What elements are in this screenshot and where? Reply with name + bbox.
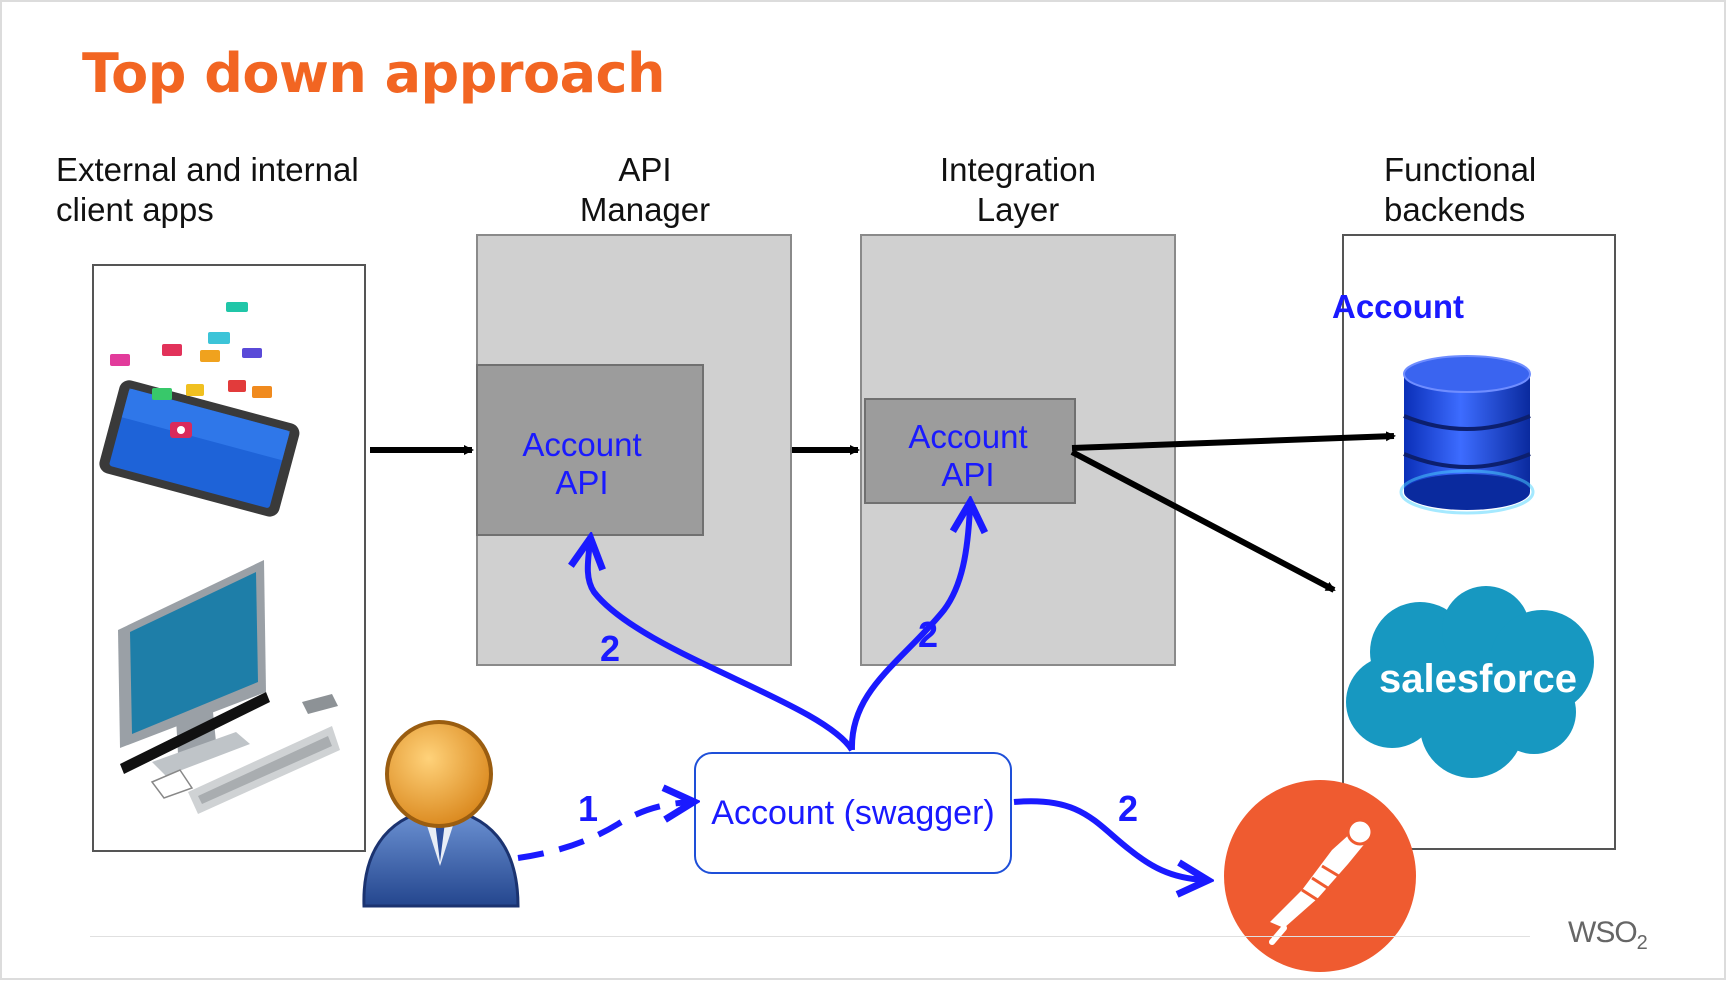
salesforce-logo: salesforce bbox=[1346, 586, 1594, 778]
account-api-label-manager-line2: API bbox=[555, 464, 609, 501]
column-header-backends-line2: backends bbox=[1384, 191, 1526, 228]
account-api-label-integration-line2: API bbox=[941, 456, 995, 493]
arrow-integration-to-salesforce bbox=[1070, 449, 1336, 593]
account-api-label-manager-line1: Account bbox=[522, 426, 642, 463]
column-header-clients-line2: client apps bbox=[56, 191, 214, 228]
column-header-integration: Integration Layer bbox=[902, 150, 1134, 230]
footer-divider bbox=[90, 936, 1530, 937]
wso2-logo: WSO2 bbox=[1568, 916, 1648, 955]
column-header-clients-line1: External and internal bbox=[56, 151, 359, 188]
wso2-logo-text: WSO bbox=[1568, 916, 1638, 949]
arrow-integration-to-database bbox=[1071, 431, 1396, 451]
database-icon bbox=[1399, 355, 1535, 515]
tablet-icon bbox=[99, 302, 300, 517]
arrow-swagger-to-api-manager bbox=[588, 542, 855, 752]
slide-title: Top down approach bbox=[82, 42, 665, 105]
account-api-label-integration-line1: Account bbox=[908, 418, 1028, 455]
step-2-integration-label: 2 bbox=[918, 614, 939, 655]
arrow-swagger-to-postman bbox=[1013, 798, 1204, 880]
salesforce-logo-text: salesforce bbox=[1379, 657, 1577, 701]
step-1-label: 1 bbox=[578, 788, 599, 829]
arrow-user-to-swagger bbox=[517, 802, 690, 861]
column-header-api-manager-line1: API bbox=[618, 151, 672, 188]
arrow-swagger-to-integration bbox=[848, 506, 970, 751]
desktop-computer-icon bbox=[118, 560, 340, 814]
account-api-box-manager bbox=[476, 364, 704, 536]
wso2-logo-subscript: 2 bbox=[1636, 932, 1648, 954]
postman-logo bbox=[1210, 780, 1430, 978]
account-swagger-label: Account (swagger) bbox=[711, 793, 995, 832]
column-header-clients: External and internal client apps bbox=[56, 150, 359, 230]
backend-account-label: Account bbox=[1332, 288, 1464, 325]
user-icon bbox=[362, 720, 520, 908]
column-header-backends-line1: Functional bbox=[1384, 151, 1537, 188]
column-header-integration-line1: Integration bbox=[940, 151, 1096, 188]
account-api-label-integration: Account API bbox=[886, 418, 1050, 494]
step-2-postman-label: 2 bbox=[1118, 788, 1139, 829]
column-header-backends: Functional backends bbox=[1384, 150, 1536, 230]
account-api-box-integration bbox=[864, 398, 1076, 504]
column-header-api-manager-line2: Manager bbox=[579, 191, 711, 228]
step-2-api-label: 2 bbox=[600, 628, 621, 669]
column-header-api-manager: API Manager bbox=[544, 150, 746, 230]
account-api-label-manager: Account API bbox=[502, 426, 662, 502]
account-swagger-box: Account (swagger) bbox=[694, 752, 1012, 874]
column-header-integration-line2: Layer bbox=[976, 191, 1060, 228]
